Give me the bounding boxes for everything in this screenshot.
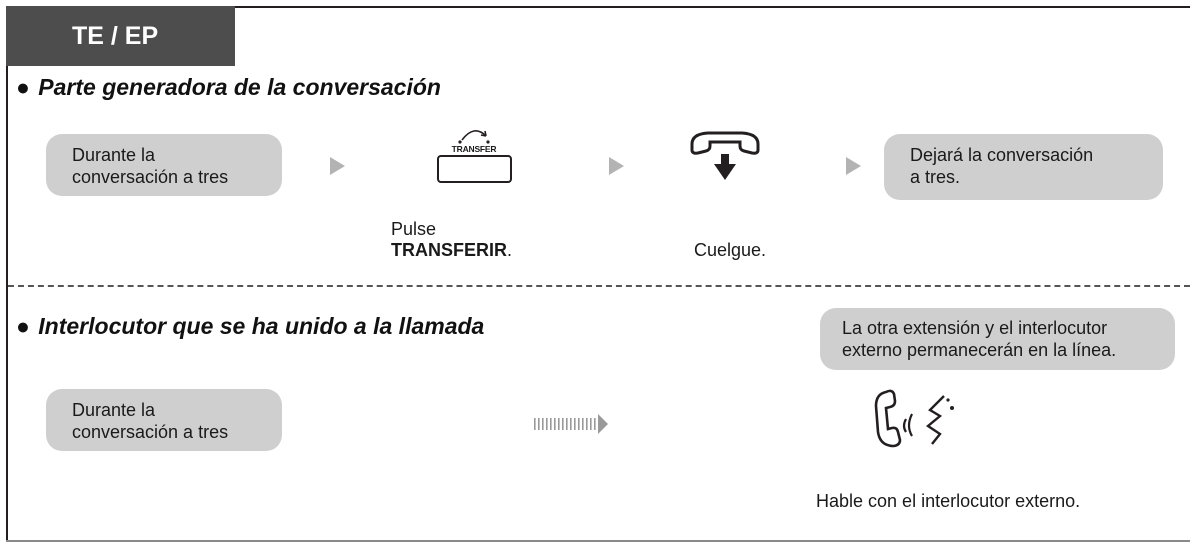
section2-title-text: Interlocutor que se ha unido a la llamad… — [38, 313, 485, 339]
transfer-arrow-icon — [458, 130, 490, 144]
header-tab: TE / EP — [6, 6, 235, 66]
section1-start-line1: Durante la — [72, 145, 156, 165]
transfer-key — [437, 155, 512, 183]
dotted-flow-arrow-icon — [534, 414, 608, 434]
section1-title: ● Parte generadora de la conversación — [16, 74, 441, 101]
section1-result-line2: a tres. — [910, 167, 961, 187]
flow-arrow-1 — [330, 157, 345, 175]
section1-result-line1: Dejará la conversación — [910, 145, 1094, 165]
section1-step1-caption: Pulse TRANSFERIR. — [391, 219, 512, 261]
header-title: TE / EP — [72, 21, 159, 50]
section1-start-step: Durante la conversación a tres — [46, 134, 282, 196]
section-divider — [8, 285, 1190, 287]
section2-result-line1: La otra extensión y el interlocutor — [842, 318, 1108, 338]
section2-caption: Hable con el interlocutor externo. — [816, 491, 1081, 511]
section2-start-line2: conversación a tres — [72, 422, 229, 442]
section1-start-line2: conversación a tres — [72, 167, 229, 187]
section1-bullet: ● — [16, 74, 30, 100]
frame-bottom-line — [6, 540, 1190, 542]
section2-start-line1: Durante la — [72, 400, 156, 420]
step1-caption-end: . — [507, 240, 513, 260]
section2-result-step: La otra extensión y el interlocutor exte… — [820, 308, 1175, 370]
step1-caption-bold: TRANSFERIR — [391, 240, 507, 260]
talk-handset-icon — [874, 389, 954, 448]
transfer-key-label: TRANSFER — [451, 144, 497, 154]
section1-step2-caption: Cuelgue. — [694, 240, 767, 260]
step1-caption-line1: Pulse — [391, 219, 437, 239]
section1-title-text: Parte generadora de la conversación — [38, 74, 441, 100]
handset-on-hook-icon — [690, 131, 760, 180]
section2-title: ● Interlocutor que se ha unido a la llam… — [16, 313, 484, 340]
section2-bullet: ● — [16, 313, 30, 339]
section2-start-step: Durante la conversación a tres — [46, 389, 282, 451]
section2-result-line2: externo permanecerán en la línea. — [842, 340, 1117, 360]
content-frame — [6, 6, 1190, 542]
flow-arrow-2 — [609, 157, 624, 175]
section1-result-step: Dejará la conversación a tres. — [884, 134, 1163, 200]
flow-arrow-3 — [846, 157, 861, 175]
